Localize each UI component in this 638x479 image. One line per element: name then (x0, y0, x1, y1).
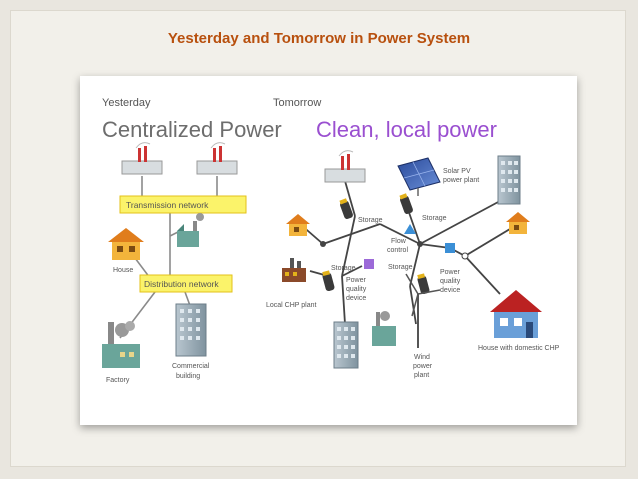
storage-mid-left-label: Storage (331, 265, 356, 272)
storage-battery-mid-center-icon (417, 273, 430, 295)
pq-right-label-1: Power (440, 269, 461, 276)
local-chp-plant-icon (282, 258, 306, 282)
house-chp-label: House with domestic CHP (478, 345, 560, 352)
pq-left-label-3: device (346, 295, 366, 302)
commercial-label-2: building (176, 373, 200, 380)
factory-label: Factory (106, 377, 130, 384)
flow-control-label-1: Flow (391, 238, 407, 245)
network-node (417, 241, 423, 247)
yesterday-small-factory-icon (177, 213, 204, 247)
pq-left-label-2: quality (346, 286, 367, 293)
solar-label-1: Solar PV (443, 168, 471, 175)
transmission-network-box (119, 195, 247, 214)
yesterday-power-plant-left-icon (121, 142, 163, 175)
wind-label-1: Wind (414, 354, 430, 361)
chp-plant-label: Local CHP plant (266, 302, 317, 309)
tomorrow-office-building-icon (333, 321, 359, 369)
yesterday-heading: Yesterday (102, 97, 151, 109)
yesterday-factory-icon (102, 321, 140, 368)
storage-top-right-label: Storage (422, 215, 447, 222)
wind-label-3: plant (414, 372, 429, 379)
yesterday-power-plant-right-icon (196, 142, 238, 175)
house-label: House (113, 267, 133, 274)
network-node (461, 252, 469, 260)
pq-right-label-2: quality (440, 278, 461, 285)
network-node (320, 241, 326, 247)
yesterday-commercial-building-icon (175, 303, 207, 357)
yesterday-title: Centralized Power (102, 117, 282, 142)
tomorrow-power-plant-icon (324, 150, 366, 183)
storage-top-left-label: Storage (358, 217, 383, 224)
storage-battery-top-right-icon (399, 193, 413, 214)
wind-turbine-icon (405, 273, 441, 348)
house-with-domestic-chp-icon (490, 290, 542, 338)
storage-mid-center-label: Storage (388, 264, 413, 271)
wind-label-2: power (413, 363, 433, 370)
distribution-network-label: Distribution network (144, 279, 219, 289)
pq-left-label-1: Power (346, 277, 367, 284)
solar-pv-icon (397, 157, 441, 196)
tomorrow-network-lines (299, 180, 516, 325)
yesterday-house-icon (108, 228, 144, 260)
transmission-network-label: Transmission network (126, 200, 209, 210)
storage-battery-top-left-icon (339, 198, 353, 219)
power-quality-device-left-icon (364, 259, 374, 269)
tomorrow-heading: Tomorrow (273, 97, 321, 109)
diagram-card: Yesterday Centralized Power Transmission… (80, 76, 577, 425)
tomorrow-factory-icon (372, 311, 396, 346)
power-system-diagram: Yesterday Centralized Power Transmission… (102, 97, 560, 384)
flow-control-icon (404, 224, 416, 234)
storage-battery-mid-left-icon (322, 270, 335, 292)
power-quality-device-right-icon (445, 243, 455, 253)
flow-control-label-2: control (387, 247, 408, 254)
commercial-label-1: Commercial (172, 363, 210, 370)
distribution-network-box (139, 274, 233, 293)
tomorrow-title: Clean, local power (316, 117, 497, 142)
pq-right-label-3: device (440, 287, 460, 294)
tomorrow-commercial-building-icon (497, 155, 521, 205)
solar-label-2: power plant (443, 177, 479, 184)
tomorrow-house-right-icon (506, 212, 530, 234)
slide-title: Yesterday and Tomorrow in Power System (167, 30, 471, 47)
tomorrow-house-left-icon (286, 214, 310, 236)
